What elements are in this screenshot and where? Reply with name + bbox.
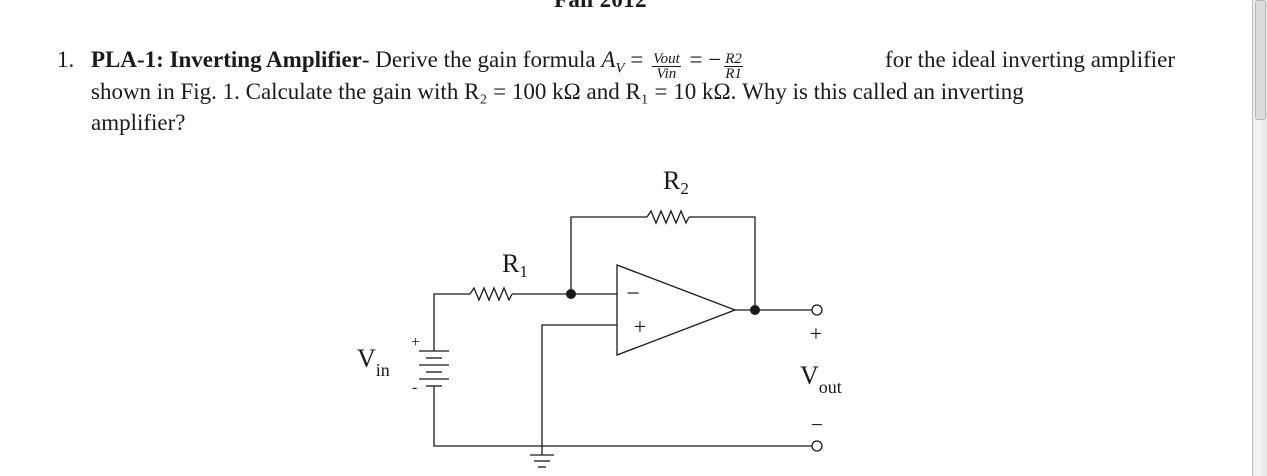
ground-return-wire [433, 386, 812, 447]
equals-sign: = [624, 47, 650, 72]
problem-line-3: amplifier? [91, 110, 186, 135]
r2-resistor [646, 209, 690, 225]
feedback-wire [570, 216, 756, 310]
junction-dot-output [750, 305, 760, 315]
fraction-vout-vin: Vout Vin [652, 51, 681, 82]
output-terminal-top [811, 304, 823, 316]
vout-label: Vout [800, 361, 842, 397]
r1-label: R1 [502, 249, 528, 281]
vin-source [419, 350, 449, 387]
junction-dot-input [566, 289, 576, 299]
source-minus-label: - [412, 379, 417, 396]
problem-intro: - Derive the gain formula [361, 47, 602, 72]
output-plus-label: + [810, 321, 822, 346]
gain-symbol: AV [601, 47, 625, 77]
opamp-minus-label: − [626, 281, 640, 307]
r2-label: R2 [663, 166, 689, 198]
course-term-header: Fall 2012 [554, 0, 647, 13]
opamp-plus-label: + [634, 314, 646, 339]
output-minus-label: − [811, 412, 823, 437]
problem-number: 1. [57, 47, 75, 72]
opamp-triangle [616, 264, 737, 356]
ground-symbol [530, 454, 554, 468]
output-terminal-bottom [811, 440, 823, 452]
problem-line-2: shown in Fig. 1. Calculate the gain with… [91, 79, 1024, 104]
problem-title: PLA-1: Inverting Amplifier [91, 47, 362, 72]
fraction-r2-r1: R2 R1 [724, 51, 743, 82]
scrollbar-thumb[interactable] [1255, 0, 1266, 120]
vertical-scrollbar[interactable] [1252, 0, 1267, 476]
negative-equals: = − [683, 47, 722, 72]
r1-resistor [469, 286, 513, 302]
vin-label: Vin [357, 344, 390, 380]
noninverting-input-wire [541, 324, 617, 455]
problem-line-1-rest: for the ideal inverting amplifier [879, 47, 1175, 72]
source-plus-label: + [411, 334, 420, 351]
input-wire [433, 293, 617, 351]
